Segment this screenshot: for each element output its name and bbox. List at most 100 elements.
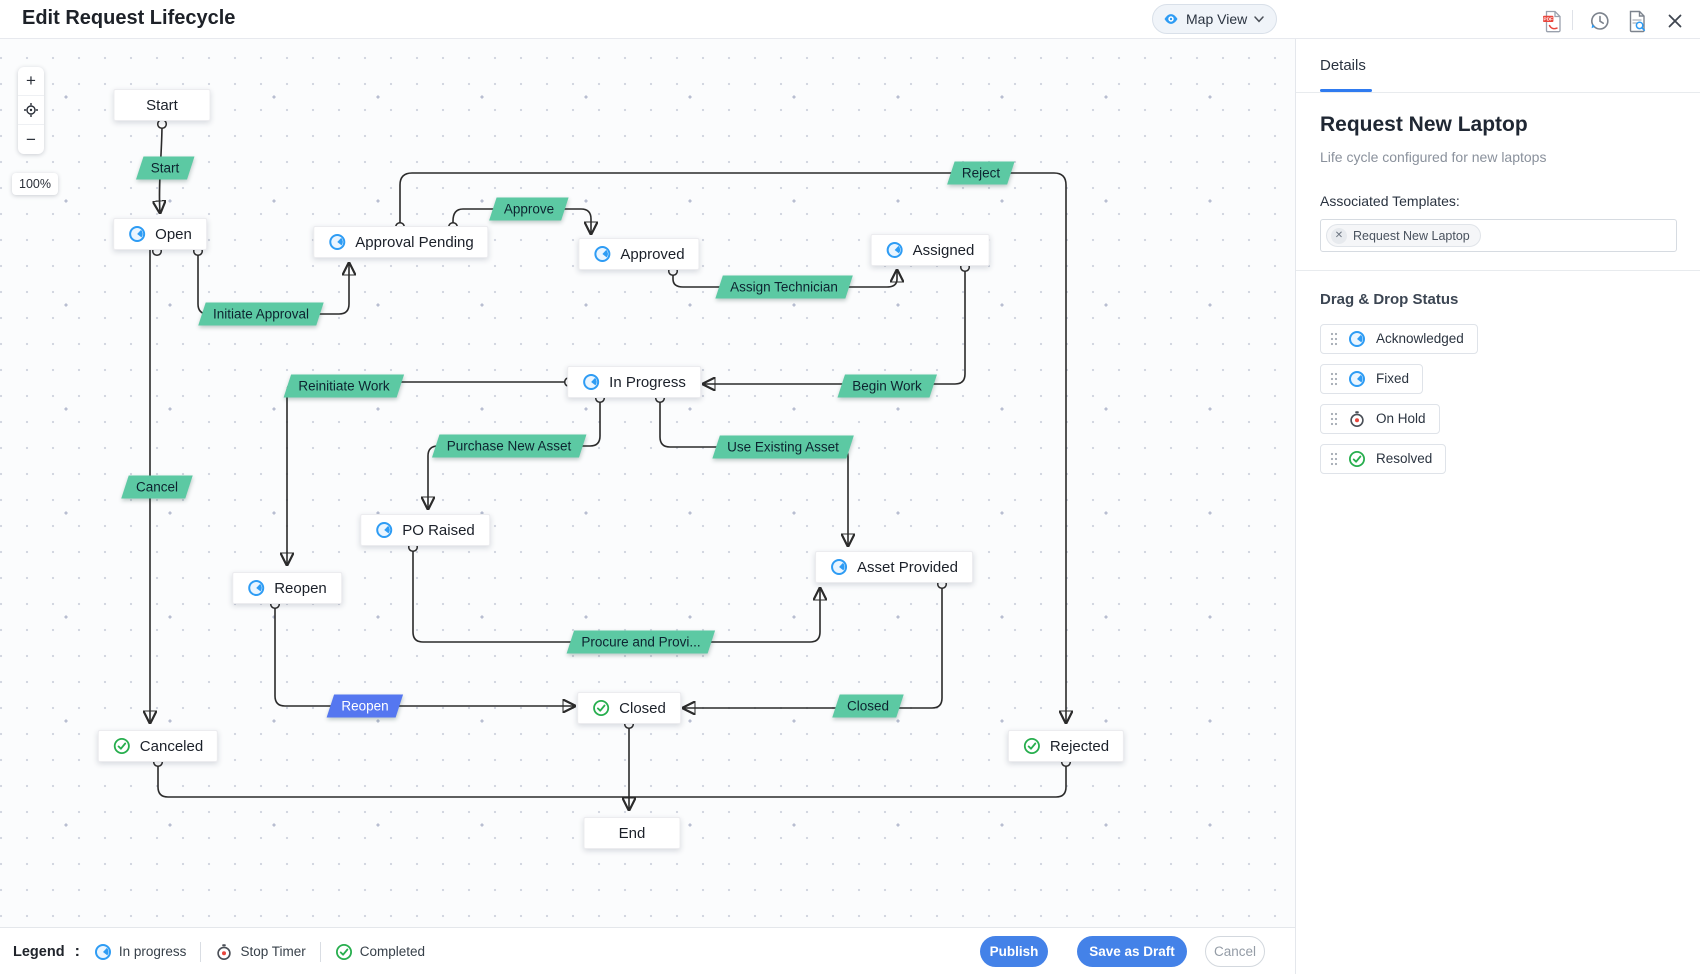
drag-drop-status-title: Drag & Drop Status bbox=[1320, 291, 1459, 308]
drag-handle-icon bbox=[1330, 452, 1338, 466]
template-chip-label: Request New Laptop bbox=[1353, 228, 1470, 243]
status-item-on-hold[interactable]: On Hold bbox=[1320, 404, 1440, 434]
close-icon bbox=[1668, 14, 1682, 28]
close-button[interactable] bbox=[1663, 9, 1687, 33]
transition-reject[interactable]: Reject bbox=[947, 161, 1015, 185]
zoom-out-button[interactable]: − bbox=[26, 129, 36, 149]
status-item-acknowledged[interactable]: Acknowledged bbox=[1320, 324, 1478, 354]
completed-icon bbox=[113, 738, 130, 754]
history-icon bbox=[1591, 12, 1609, 30]
transition-reinitiate-work[interactable]: Reinitiate Work bbox=[283, 374, 405, 398]
transition-procure-and-provision[interactable]: Procure and Provi... bbox=[566, 630, 716, 654]
chevron-down-icon bbox=[1254, 15, 1264, 23]
center-view-button[interactable] bbox=[18, 96, 44, 125]
completed-icon bbox=[1023, 738, 1040, 754]
in-progress-icon bbox=[886, 242, 903, 258]
panel-divider bbox=[1296, 270, 1700, 271]
status-item-resolved[interactable]: Resolved bbox=[1320, 444, 1447, 474]
in-progress-icon bbox=[1349, 331, 1365, 347]
remove-template-icon[interactable]: ✕ bbox=[1331, 227, 1347, 244]
map-view-dropdown[interactable]: Map View bbox=[1152, 4, 1278, 34]
footer-bar: Legend : In progress Stop Timer Complete… bbox=[0, 927, 1295, 974]
node-start[interactable]: Start bbox=[113, 89, 211, 121]
lifecycle-subtitle: Life cycle configured for new laptops bbox=[1320, 149, 1547, 165]
node-rejected[interactable]: Rejected bbox=[1007, 730, 1125, 762]
publish-button[interactable]: Publish bbox=[980, 936, 1048, 967]
drag-handle-icon bbox=[1330, 412, 1338, 426]
in-progress-icon bbox=[129, 226, 146, 242]
transition-start[interactable]: Start bbox=[136, 156, 194, 180]
transition-use-existing-asset[interactable]: Use Existing Asset bbox=[712, 435, 854, 459]
node-open[interactable]: Open bbox=[113, 218, 207, 250]
transition-purchase-new-asset[interactable]: Purchase New Asset bbox=[431, 434, 587, 458]
in-progress-icon bbox=[594, 246, 611, 262]
status-item-fixed[interactable]: Fixed bbox=[1320, 364, 1424, 394]
in-progress-icon bbox=[376, 522, 393, 538]
in-progress-icon bbox=[831, 559, 848, 575]
lifecycle-title: Request New Laptop bbox=[1320, 113, 1528, 136]
node-in-progress[interactable]: In Progress bbox=[567, 366, 701, 398]
transition-initiate-approval[interactable]: Initiate Approval bbox=[198, 302, 324, 326]
preview-document-icon bbox=[1629, 10, 1646, 32]
preview-document-button[interactable] bbox=[1625, 9, 1649, 33]
associated-templates-field[interactable]: ✕ Request New Laptop bbox=[1320, 219, 1677, 252]
in-progress-icon bbox=[1349, 371, 1365, 387]
node-closed[interactable]: Closed bbox=[577, 692, 681, 724]
node-canceled[interactable]: Canceled bbox=[97, 730, 219, 762]
node-assigned[interactable]: Assigned bbox=[870, 234, 990, 266]
header-bar: Edit Request Lifecycle Map View PDF bbox=[0, 0, 1700, 39]
pdf-export-icon: PDF bbox=[1543, 10, 1561, 32]
panel-tabs: Details bbox=[1296, 39, 1700, 93]
transition-begin-work[interactable]: Begin Work bbox=[837, 374, 937, 398]
node-approved[interactable]: Approved bbox=[578, 238, 700, 270]
in-progress-icon bbox=[248, 580, 265, 596]
transition-cancel[interactable]: Cancel bbox=[121, 475, 193, 499]
zoom-level: 100% bbox=[12, 173, 58, 195]
node-reopen[interactable]: Reopen bbox=[232, 572, 342, 604]
template-chip: ✕ Request New Laptop bbox=[1326, 224, 1481, 247]
lifecycle-canvas[interactable]: Start Open Approval Pending Approved Ass… bbox=[0, 39, 1295, 927]
crosshair-icon bbox=[24, 103, 38, 117]
header-divider bbox=[1572, 10, 1573, 30]
in-progress-icon bbox=[583, 374, 600, 390]
legend-label: Legend bbox=[13, 943, 65, 960]
stop-timer-icon bbox=[217, 943, 232, 960]
history-button[interactable] bbox=[1588, 9, 1612, 33]
legend-separator bbox=[319, 941, 321, 962]
zoom-controls: + − bbox=[18, 67, 44, 154]
completed-icon bbox=[593, 700, 610, 716]
page-title: Edit Request Lifecycle bbox=[22, 7, 236, 29]
legend-item-in-progress: In progress bbox=[94, 943, 186, 961]
in-progress-icon bbox=[329, 234, 346, 250]
completed-icon bbox=[335, 943, 352, 960]
node-asset-provided[interactable]: Asset Provided bbox=[815, 551, 973, 583]
transition-approve[interactable]: Approve bbox=[489, 197, 569, 221]
map-view-label: Map View bbox=[1186, 11, 1248, 27]
legend-separator bbox=[200, 941, 202, 962]
transition-reopen[interactable]: Reopen bbox=[326, 694, 404, 718]
stop-timer-icon bbox=[1350, 411, 1364, 428]
in-progress-icon bbox=[94, 943, 111, 960]
drag-handle-icon bbox=[1330, 372, 1338, 386]
eye-icon bbox=[1164, 14, 1178, 24]
tab-details[interactable]: Details bbox=[1320, 57, 1366, 74]
transition-assign-technician[interactable]: Assign Technician bbox=[715, 275, 853, 299]
associated-templates-label: Associated Templates: bbox=[1320, 193, 1460, 209]
legend: Legend : In progress Stop Timer Complete… bbox=[13, 941, 426, 962]
node-end[interactable]: End bbox=[583, 817, 681, 849]
pdf-export-button[interactable]: PDF bbox=[1540, 9, 1564, 33]
details-panel: Details Request New Laptop Life cycle co… bbox=[1295, 39, 1700, 974]
transition-closed[interactable]: Closed bbox=[832, 694, 904, 718]
legend-item-completed: Completed bbox=[335, 943, 425, 961]
edge-ports bbox=[151, 118, 1072, 768]
zoom-in-button[interactable]: + bbox=[18, 67, 44, 96]
completed-icon bbox=[1349, 451, 1365, 467]
node-po-raised[interactable]: PO Raised bbox=[360, 514, 490, 546]
cancel-button[interactable]: Cancel bbox=[1205, 936, 1265, 967]
node-approval-pending[interactable]: Approval Pending bbox=[313, 226, 489, 258]
flow-edges bbox=[0, 118, 1295, 927]
save-as-draft-button[interactable]: Save as Draft bbox=[1077, 936, 1187, 967]
tab-active-underline bbox=[1320, 89, 1372, 92]
svg-text:PDF: PDF bbox=[1543, 16, 1553, 22]
